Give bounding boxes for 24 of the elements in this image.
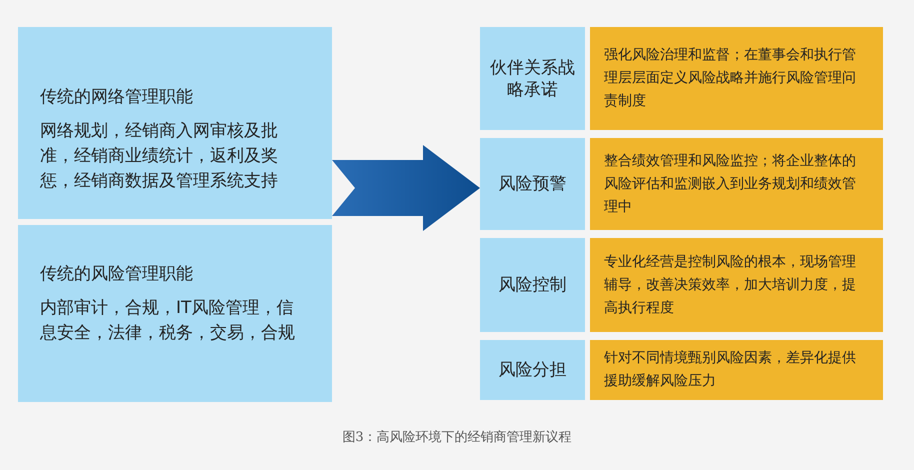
block-arrow [332,145,480,231]
category-box [480,238,585,332]
box-heading: 传统的风险管理职能 [40,263,194,286]
box-text: 风险控制 [498,274,566,296]
function-box [18,27,332,219]
description-box [590,138,883,230]
box-text: 伙伴关系战略承诺 [490,56,575,100]
category-box [480,27,585,130]
figure-caption: 图3：高风险环境下的经销商管理新议程 [341,429,573,446]
box-text: 内部审计，合规，IT风险管理，信息安全，法律，税务，交易，合规 [40,297,296,345]
box-text: 强化风险治理和监督；在董事会和执行管理层层面定义风险战略并施行风险管理问责制度 [604,46,857,111]
box-text: 专业化经营是控制风险的根本，现场管理辅导，改善决策效率，加大培训力度，提高执行程度 [604,252,857,318]
box-text: 风险分担 [498,359,566,381]
description-box [590,340,883,400]
box-heading: 传统的网络管理职能 [40,86,194,109]
category-box [480,340,585,400]
function-box [18,225,332,402]
description-box [590,27,883,130]
box-text: 整合绩效管理和风险监控；将企业整体的风险评估和监测嵌入到业务规划和绩效管理中 [604,152,857,216]
box-text: 针对不同情境甄别风险因素，差异化提供援助缓解风险压力 [604,349,857,391]
category-box [480,138,585,230]
box-text: 风险预警 [498,173,566,195]
box-text: 网络规划，经销商入网审核及批准，经销商业绩统计，返利及奖惩，经销商数据及管理系统支持 [40,120,279,193]
description-box [590,238,883,332]
